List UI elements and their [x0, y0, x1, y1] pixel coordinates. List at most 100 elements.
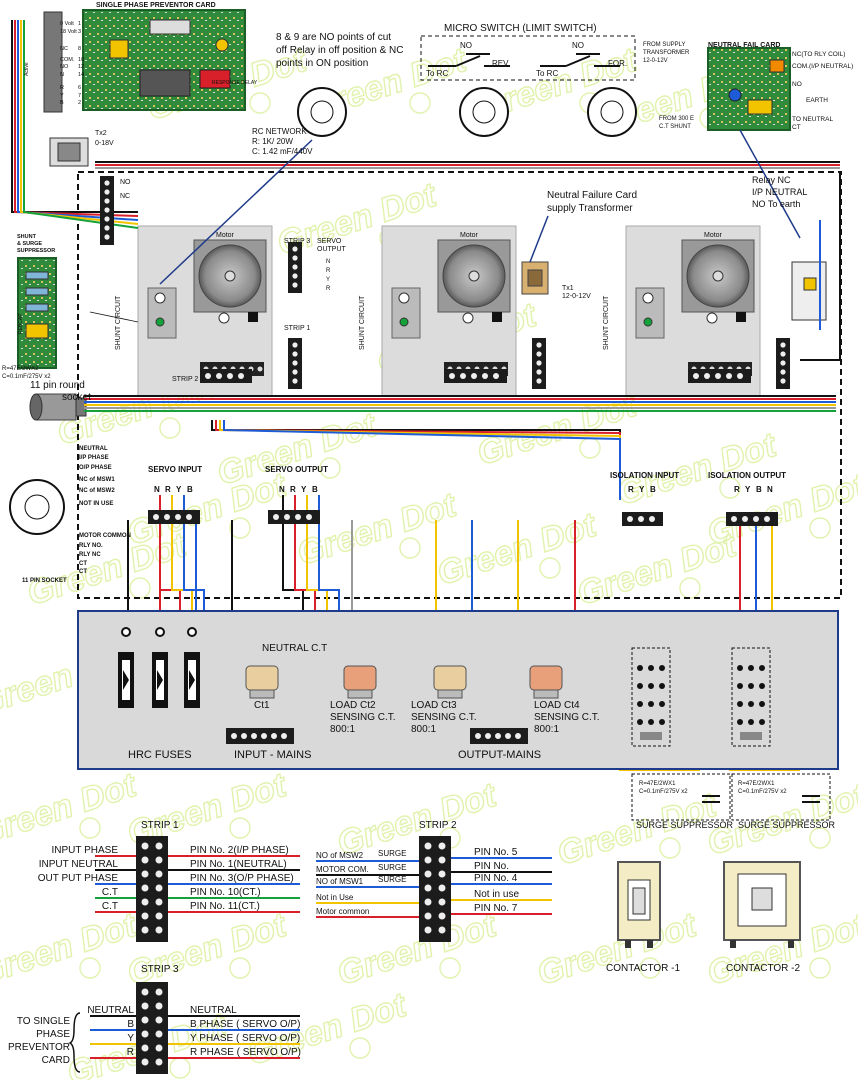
- nc-label: NC: [120, 193, 130, 200]
- micro-torc-1: To RC: [426, 69, 448, 78]
- servo-out-n: N: [326, 259, 330, 265]
- watermark-dot: [79, 957, 101, 979]
- neutral-fail-label: COM.(I/P NEUTRAL): [792, 63, 853, 70]
- watermark-dot: [399, 537, 421, 559]
- iso-output-col: R: [734, 485, 740, 494]
- socket-label: RLY NC: [79, 552, 101, 558]
- round-socket-2: socket: [62, 392, 91, 403]
- strip2-right-label: PIN No. 7: [474, 903, 518, 914]
- preventor-pin: 2: [78, 100, 81, 106]
- contactor-1: [617, 861, 661, 948]
- rebcap-label: REBCAP: [18, 313, 24, 334]
- strip1-left-label: INPUT PHASE: [52, 845, 119, 856]
- servo-module-1: [137, 225, 273, 397]
- strip3-legend-block: [136, 982, 168, 1074]
- ct2-line-1: LOAD Ct2: [330, 700, 376, 711]
- ct4-line-2: SENSING C.T.: [534, 712, 600, 723]
- shunt-rating-c: C=0.1mF/275V x2: [2, 374, 51, 380]
- nf-supply-line-1: Neutral Failure Card: [547, 190, 637, 201]
- strip2-label: STRIP 2: [172, 376, 198, 383]
- strip1-right-label: PIN No. 10(CT.): [190, 887, 261, 898]
- servo-module-2: [381, 225, 517, 397]
- eleven-pin-socket-title: 11 PIN SOCKET: [22, 578, 67, 584]
- watermark-dot: [229, 817, 251, 839]
- watermark-dot: [409, 92, 431, 114]
- servo-output-label-2: OUTPUT: [317, 246, 347, 253]
- socket-label: NOT IN USE: [79, 501, 113, 507]
- strip3-left-label: Y: [127, 1033, 134, 1044]
- surge-suppressor-2: [731, 773, 831, 821]
- strip3-terminal: [288, 242, 302, 293]
- strip2-surge-2: SURGE: [378, 863, 406, 872]
- terminal-strip-no-nc: [100, 176, 114, 245]
- watermark-dot: [809, 517, 831, 539]
- strip3-left-label: B: [127, 1019, 134, 1030]
- single-phase-preventor-card: [43, 9, 246, 113]
- tx2-transformer: [49, 137, 89, 167]
- servo-input-terminal: [148, 510, 200, 524]
- strip1-right-label: PIN No. 2(I/P PHASE): [190, 845, 289, 856]
- contactor-1-label: CONTACTOR -1: [606, 963, 681, 974]
- strip3-right-label: B PHASE ( SERVO O/P): [190, 1019, 300, 1030]
- servo-output-col: N: [279, 485, 285, 494]
- preventor-label: B: [60, 100, 64, 106]
- strip3-title: STRIP 3: [141, 964, 179, 975]
- servo-input-col: R: [165, 485, 171, 494]
- strip2-terminal-3: [688, 369, 751, 383]
- ct1-label: Ct1: [254, 700, 270, 711]
- iso-input-title: ISOLATION INPUT: [610, 471, 679, 480]
- preventor-pin: 14: [78, 72, 84, 78]
- neutral-fail-label: NC(TO RLY COIL): [792, 51, 845, 58]
- tx1-label: Tx1: [562, 285, 574, 292]
- strip1-right-label: PIN No. 11(CT.): [190, 901, 260, 912]
- no-label: NO: [120, 179, 131, 186]
- output-mains-terminal: [470, 728, 528, 744]
- watermark-dot: [159, 417, 181, 439]
- shunt-circuit-1: SHUNT CIRCUIT: [115, 295, 122, 350]
- ct4-line-1: LOAD Ct4: [534, 700, 580, 711]
- neutral-fail-card: [707, 47, 791, 131]
- ct2-line-3: 800:1: [330, 724, 355, 735]
- neutral-fail-label: NO: [792, 81, 802, 88]
- watermark-text: Green Dot: [333, 906, 503, 993]
- rc-network-title: RC NETWORK: [252, 127, 307, 136]
- strip2-left-label: Not in Use: [316, 893, 354, 902]
- for-dial: [587, 87, 637, 137]
- iso-output-col: B: [756, 485, 762, 494]
- shunt-rating-r: R=47E/2WX2: [2, 366, 39, 372]
- servo-output-label-1: SERVO: [317, 238, 342, 245]
- watermark-dot: [439, 957, 461, 979]
- surge2-rating-r: R=47E/2WX1: [738, 781, 775, 787]
- watermark-dot: [129, 577, 151, 599]
- watermark-dot: [659, 837, 681, 859]
- watermark-dot: [679, 577, 701, 599]
- servo-output-terminal: [268, 510, 320, 524]
- hrc-fuses-label: HRC FUSES: [128, 749, 192, 761]
- strip1-left-label: C.T: [102, 887, 118, 898]
- strip3-to-label: PHASE: [36, 1029, 70, 1040]
- preventor-label: Y: [60, 93, 64, 99]
- strip1-legend-block: [136, 836, 168, 942]
- strip2-left-label: NO of MSW1: [316, 877, 364, 886]
- supply-line-2: TRANSFORMER: [643, 50, 690, 56]
- socket-label: NC of MSW2: [79, 488, 115, 494]
- output-mains-label: OUTPUT-MAINS: [458, 749, 541, 761]
- iso-output-col: Y: [745, 485, 751, 494]
- servo-input-col: Y: [176, 485, 182, 494]
- eleven-pin-socket: [9, 479, 65, 535]
- contactor-2: [723, 861, 801, 948]
- supply-line-1: FROM SUPPLY: [643, 42, 686, 48]
- rc-dial: [297, 87, 347, 137]
- strip1-left-label: INPUT NEUTRAL: [39, 859, 119, 870]
- watermark-dot: [229, 957, 251, 979]
- servo-input-col: B: [187, 485, 193, 494]
- neutral-ct-label: NEUTRAL C.T: [262, 643, 327, 654]
- ct-shunt-line-2: C.T SHUNT: [659, 124, 691, 130]
- surge1-rating-c: C=0.1mF/275V x2: [639, 789, 688, 795]
- watermark-dot: [639, 957, 661, 979]
- strip2-surge-3: SURGE: [378, 875, 406, 884]
- watermark-dot: [79, 817, 101, 839]
- iso-output-title: ISOLATION OUTPUT: [708, 471, 786, 480]
- strip1-left-label: OUT PUT PHASE: [38, 873, 119, 884]
- response-delay: RESPONSE DELAY: [212, 80, 258, 86]
